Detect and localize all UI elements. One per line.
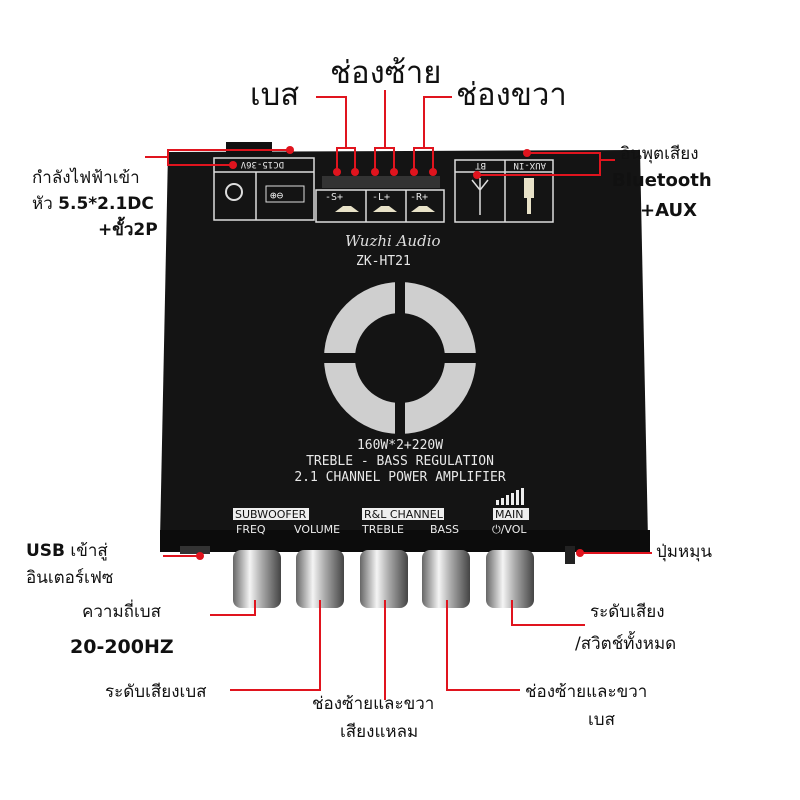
callout-power-3: +ขั้ว2P: [98, 220, 158, 240]
callout-right-channel: ช่องขวา: [456, 77, 567, 113]
dc-jack-icon: [225, 183, 243, 201]
usb-port: [180, 546, 210, 554]
knob-sub-volume[interactable]: [296, 550, 344, 608]
left-port-label: -L+: [372, 192, 390, 203]
callout-treble-1: ช่องซ้ายและขวา: [312, 694, 435, 714]
callout-dots: [196, 146, 584, 560]
callout-bass-volume: ระดับเสียงเบส: [105, 682, 207, 702]
power-prefix: หัว: [32, 194, 59, 214]
vol-label: ⏻/VOL: [492, 523, 527, 536]
aux-label: AUX-IN: [513, 160, 546, 170]
fan-grille: [322, 280, 478, 436]
callout-lr-bass-1: ช่องซ้ายและขวา: [525, 682, 648, 702]
right-port-label: -R+: [410, 192, 428, 203]
callout-power-1: กำลังไฟฟ้าเข้า: [32, 168, 140, 188]
volume-bars-icon: [496, 488, 524, 505]
amplifier-front-panel: [160, 530, 650, 552]
callout-bass: เบส: [250, 77, 300, 113]
power-spec: 5.5*2.1DC: [58, 194, 154, 214]
callout-usb-1: USB เข้าสู่: [26, 543, 108, 560]
volume-label: VOLUME: [294, 523, 340, 536]
knob-bass[interactable]: [422, 550, 470, 608]
aux-jack-icon: [524, 178, 534, 198]
callout-bass-freq-range: 20-200HZ: [70, 636, 174, 658]
power-label: DC15-36V: [240, 159, 284, 169]
knob-main-volume[interactable]: [486, 550, 534, 608]
bt-label: BT: [475, 160, 486, 170]
callout-lines: [145, 90, 652, 700]
callout-audio-input: อินพุตเสียง: [620, 144, 699, 164]
callout-treble-2: เสียงแหลม: [340, 722, 419, 742]
callout-lr-bass-2: เบส: [588, 710, 615, 730]
spec-power: 160W*2+220W: [357, 438, 443, 453]
knob-treble[interactable]: [360, 550, 408, 608]
callout-knob: ปุ่มหมุน: [656, 542, 713, 562]
usb-bold: USB: [26, 541, 66, 561]
model-label: ZK-HT21: [356, 254, 411, 269]
callout-bass-freq: ความถี่เบส: [82, 602, 161, 622]
sub-port-label: -S+: [325, 192, 343, 203]
callout-volume-1: ระดับเสียง: [590, 602, 665, 622]
port-panel: [213, 157, 554, 223]
rl-channel-label: R&L CHANNEL: [364, 508, 444, 521]
bass-label: BASS: [430, 523, 459, 536]
antenna-icon: [471, 178, 489, 215]
spec-channel: 2.1 CHANNEL POWER AMPLIFIER: [294, 470, 505, 485]
main-label: MAIN: [495, 508, 524, 521]
callout-bluetooth: Bluetooth: [612, 170, 712, 191]
brand-logo: Wuzhi Audio: [345, 232, 441, 250]
terminal-icon: [265, 185, 305, 203]
treble-label: TREBLE: [361, 523, 404, 536]
callout-usb-2: อินเตอร์เฟซ: [26, 568, 114, 588]
subwoofer-label: SUBWOOFER: [235, 508, 307, 521]
usb-rest: เข้าสู่: [65, 541, 108, 561]
rotary-switch: [565, 546, 575, 564]
freq-label: FREQ: [236, 523, 266, 536]
callout-left-channel: ช่องซ้าย: [330, 55, 442, 91]
spec-regulation: TREBLE - BASS REGULATION: [306, 454, 494, 469]
knob-freq[interactable]: [233, 550, 281, 608]
callout-power-2: หัว 5.5*2.1DC: [32, 196, 154, 213]
callout-aux: +AUX: [640, 200, 697, 221]
svg-text:⊕⊖: ⊕⊖: [270, 189, 283, 202]
callout-volume-2: /สวิตช์ทั้งหมด: [575, 634, 677, 654]
speaker-icons: [335, 206, 435, 212]
